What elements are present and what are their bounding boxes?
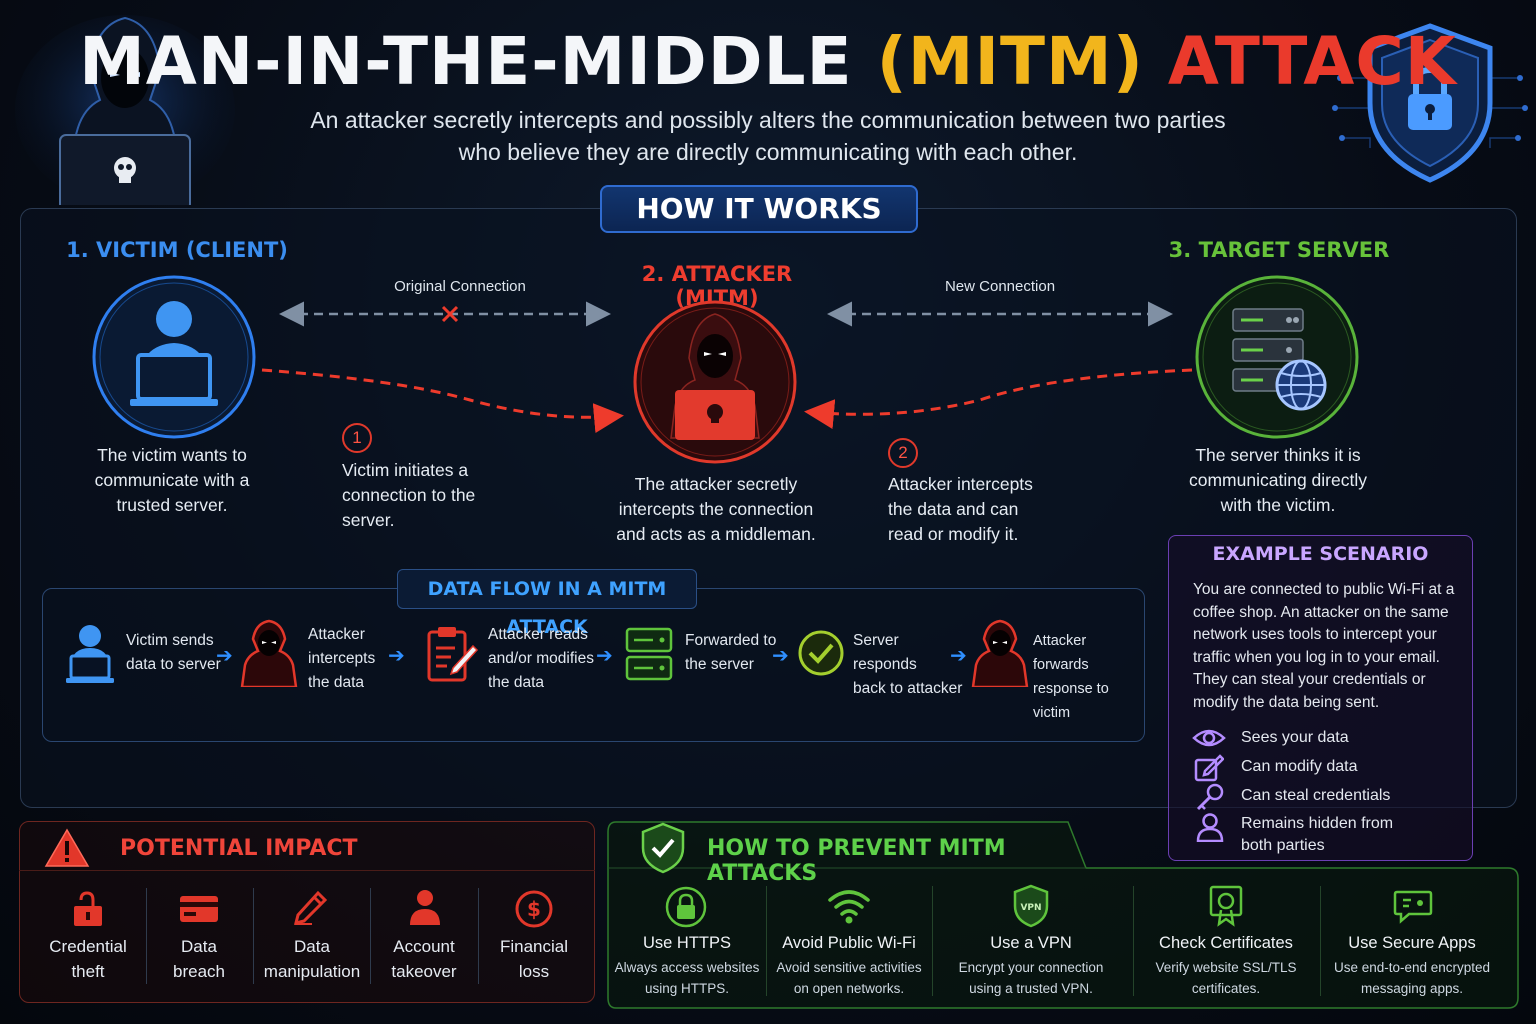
data-flow-step-6-text: Attacker forwards response to victim [1033, 633, 1109, 721]
warning-icon [44, 828, 90, 867]
prevent-title: HOW TO PREVENT MITM ATTACKS [707, 836, 1006, 886]
hacker-icon [971, 619, 1029, 687]
pencil-icon [293, 890, 328, 926]
potential-impact-panel [19, 821, 595, 1003]
user-icon [1196, 813, 1224, 842]
step-2-description: Attacker intercepts the data and can rea… [888, 474, 1033, 544]
example-item-sees-data: Sees your data [1241, 729, 1349, 746]
eye-icon [1192, 729, 1226, 747]
step-1-description: Victim initiates a connection to the ser… [342, 460, 476, 530]
server-icon [625, 627, 673, 681]
data-flow-step-4-text: Forwarded to the server [685, 632, 777, 673]
prevent-divider [766, 886, 767, 996]
page-title: MAN-IN-THE-MIDDLE (MITM) ATTACK [79, 23, 1457, 100]
prevent-wifi-heading: Avoid Public Wi-Fi [782, 934, 916, 952]
impact-divider [478, 888, 479, 984]
impact-header-divider [19, 870, 595, 871]
example-scenario-body: You are connected to public Wi-Fi at a c… [1193, 581, 1455, 711]
check-circle-icon [798, 630, 844, 676]
svg-text:VPN: VPN [1020, 903, 1041, 913]
data-flow-step-3-text: Attacker reads and/or modifies the data [488, 626, 594, 691]
how-it-works-heading: HOW IT WORKS [600, 185, 918, 233]
prevent-divider [1320, 886, 1321, 996]
example-scenario-title: EXAMPLE SCENARIO [1212, 543, 1429, 565]
person-icon [410, 890, 440, 925]
arrow-right-icon: ➔ [772, 645, 789, 667]
data-flow-step-2-text: Attacker intercepts the data [308, 626, 376, 691]
victim-role-label: 1. VICTIM (CLIENT) [66, 238, 288, 262]
data-flow-panel [42, 588, 1145, 742]
key-icon [1196, 783, 1224, 811]
prevent-vpn-heading: Use a VPN [990, 934, 1072, 952]
prevent-divider [932, 886, 933, 996]
connection-arrows [261, 301, 1193, 434]
server-role-label: 3. TARGET SERVER [1168, 238, 1390, 262]
prevent-https-heading: Use HTTPS [642, 934, 731, 952]
prevent-divider [1133, 886, 1134, 996]
arrow-right-icon: ➔ [596, 645, 613, 667]
impact-divider [146, 888, 147, 984]
prevent-secure-apps-heading: Use Secure Apps [1348, 934, 1476, 952]
arrow-right-icon: ➔ [950, 645, 967, 667]
prevent-certificates-heading: Check Certificates [1159, 934, 1293, 952]
secure-chat-icon [1393, 890, 1433, 924]
example-scenario-panel [1168, 535, 1473, 861]
certificate-icon [1209, 885, 1243, 927]
step-2-badge: 2 [888, 438, 918, 468]
wifi-icon [828, 890, 870, 924]
data-flow-title: DATA FLOW IN A MITM ATTACK [397, 569, 697, 638]
original-connection-label: Original Connection [394, 278, 526, 295]
server-description: The server thinks it is communicating di… [1189, 445, 1367, 515]
impact-divider [253, 888, 254, 984]
attacker-icon [633, 300, 797, 464]
victim-icon [92, 275, 256, 439]
server-globe-icon [1195, 275, 1359, 439]
shield-check-icon [641, 822, 685, 874]
victim-description: The victim wants to communicate with a t… [94, 445, 250, 515]
data-flow-step-1-text: Victim sends data to server [126, 632, 221, 673]
new-connection-label: New Connection [944, 278, 1056, 295]
example-item-remains-hidden: Remains hidden from both parties [1241, 815, 1394, 854]
example-item-steal-credentials: Can steal credentials [1241, 787, 1391, 804]
arrow-right-icon: ➔ [216, 645, 233, 667]
potential-impact-title: POTENTIAL IMPACT [120, 836, 358, 861]
page-subtitle: An attacker secretly intercepts and poss… [310, 107, 1226, 165]
impact-divider [370, 888, 371, 984]
prevent-panel-frame [607, 821, 1519, 1009]
arrow-right-icon: ➔ [388, 645, 405, 667]
example-item-modify-data: Can modify data [1241, 758, 1358, 775]
vpn-shield-icon: VPN [1013, 884, 1049, 928]
dollar-icon: $ [515, 890, 553, 928]
data-flow-step-5-text: Server responds back to attacker [853, 632, 963, 697]
attacker-description: The attacker secretly intercepts the con… [616, 474, 816, 544]
user-laptop-icon [66, 625, 114, 683]
credit-card-icon [180, 896, 218, 922]
hacker-icon [240, 619, 298, 687]
unlock-icon [74, 891, 102, 926]
step-1-badge: 1 [342, 423, 372, 453]
shield-lock-illustration [1332, 23, 1528, 183]
hacker-illustration [15, 15, 235, 205]
edit-icon [1194, 754, 1224, 782]
svg-text:$: $ [527, 897, 541, 921]
lock-icon [665, 886, 707, 928]
clipboard-edit-icon [427, 627, 479, 682]
